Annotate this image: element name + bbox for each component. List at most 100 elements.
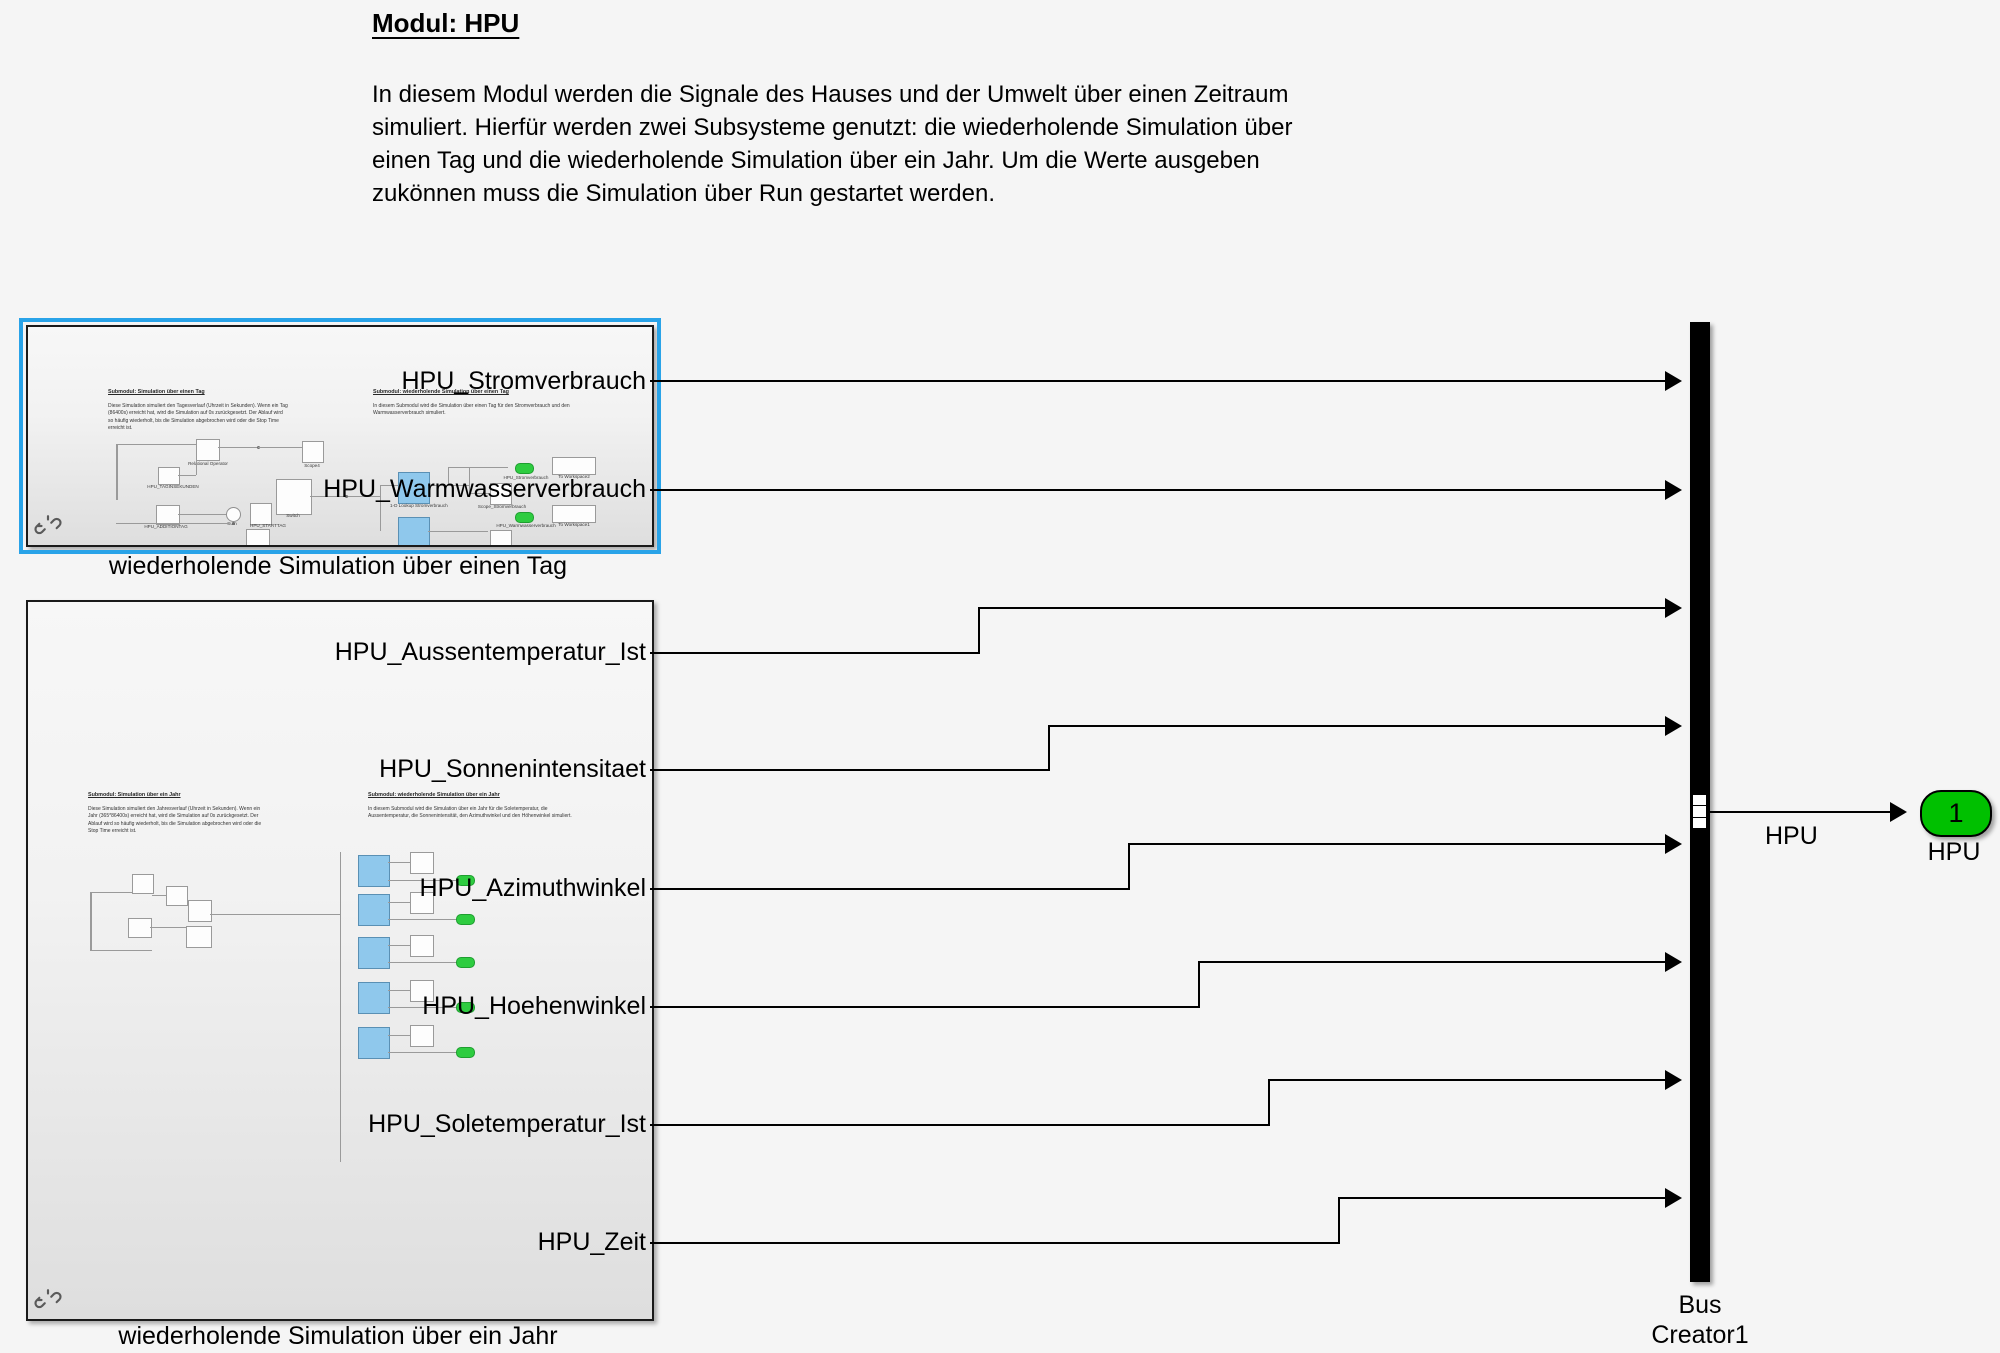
thumb-block-scope-strom	[490, 483, 512, 505]
broken-link-icon	[34, 1289, 62, 1309]
wire-hpu-azimuthwinkel-b	[1128, 843, 1673, 845]
thumb-wire	[448, 467, 449, 485]
description-line-4: zukönnen muss die Simulation über Run ge…	[372, 180, 996, 207]
thumb-block-switch	[276, 479, 312, 515]
wire-hpu-hoehenwinkel-b	[1198, 961, 1673, 963]
thumb-right-title: Submodul: wiederholende Simulation über …	[373, 389, 509, 395]
thumb-wire	[90, 892, 152, 893]
thumb-block-label: HPU_Stromverbrauch	[503, 475, 549, 480]
thumb-wire	[388, 1035, 410, 1036]
thumb-block-scope4	[302, 441, 324, 463]
thumb-signal-terminator	[456, 914, 475, 925]
thumb-wire	[116, 523, 228, 524]
thumb-wire	[116, 444, 118, 500]
broken-link-icon	[34, 515, 62, 535]
thumb-wire	[380, 485, 398, 486]
thumb-left-title: Submodul: Simulation über ein Jahr	[88, 792, 181, 798]
thumb-block-lookup-3	[358, 937, 390, 969]
wire-hpu-zeit-b	[1338, 1197, 1673, 1199]
thumb-block-lookup-4	[358, 982, 390, 1014]
thumb-junction	[232, 522, 235, 525]
thumb-wire	[388, 919, 456, 920]
thumb-block-lookup-warm	[398, 517, 430, 545]
thumb-block	[186, 926, 212, 948]
wire-hpu-aussentemperatur-b	[978, 607, 1673, 609]
thumb-signal-terminator	[515, 512, 534, 523]
wire-bus-to-outport	[1710, 811, 1898, 813]
thumb-wire	[380, 485, 381, 531]
thumb-block	[188, 900, 212, 922]
thumb-wire	[428, 531, 488, 532]
description-line-2: simuliert. Hierfür werden zwei Subsystem…	[372, 114, 1293, 141]
thumb-wire	[388, 880, 456, 881]
thumb-wire	[178, 514, 226, 515]
arrowhead-port-3	[1665, 598, 1682, 618]
thumb-signal-terminator	[456, 957, 475, 968]
thumb-left-paragraph: Diese Simulation simuliert den Jahresver…	[88, 806, 262, 835]
thumb-junction	[345, 495, 348, 498]
bus-creator-name: Bus Creator1	[1600, 1290, 1800, 1350]
wire-hpu-warmwasserverbrauch-a	[650, 489, 990, 491]
signal-label-hpu-hoehenwinkel: HPU_Hoehenwinkel	[422, 992, 646, 1020]
thumb-block-label: 1-D Lookup Stromverbrauch	[390, 503, 448, 508]
thumb-wire	[178, 475, 196, 476]
page-title: Modul: HPU	[372, 8, 520, 38]
thumb-block	[156, 505, 180, 525]
thumb-left-title: Submodul: Simulation über einen Tag	[108, 389, 205, 395]
thumb-left-paragraph: Diese Simulation simuliert den Tagesverl…	[108, 403, 288, 432]
subsystem-jahr-caption: wiederholende Simulation über ein Jahr	[118, 1322, 558, 1350]
thumb-right-title: Submodul: wiederholende Simulation über …	[368, 792, 500, 798]
thumb-block-lookup-1	[358, 855, 390, 887]
thumb-block	[250, 503, 272, 525]
arrowhead-port-2	[1665, 480, 1682, 500]
thumb-block-label: HPU_ADDITIONTAG	[144, 524, 188, 529]
thumb-block-relational-operator	[196, 439, 220, 461]
thumb-block-scope-wasser	[490, 530, 512, 545]
bus-creator-output-notch	[1693, 795, 1706, 829]
thumb-block	[410, 1025, 434, 1047]
arrowhead-port-6	[1665, 952, 1682, 972]
wire-hpu-hoehenwinkel-v	[1198, 961, 1200, 1007]
outport-number: 1	[1948, 798, 1964, 828]
thumb-wire	[340, 852, 341, 1162]
wire-hpu-sonnenintensitaet-v	[1048, 725, 1050, 770]
thumb-block-label: Scope4	[304, 463, 320, 468]
thumb-block-label: Sum	[214, 521, 250, 526]
thumb-block-lookup-strom	[398, 472, 430, 504]
subsystem-jahr-thumbnail: Submodul: Simulation über ein Jahr Diese…	[28, 602, 652, 1319]
thumb-wire	[469, 467, 470, 493]
subsystem-block-tag[interactable]: Submodul: Simulation über einen Tag Dies…	[19, 318, 661, 554]
subsystem-block-jahr[interactable]: Submodul: Simulation über ein Jahr Diese…	[26, 600, 654, 1321]
thumb-block-label: HPU_Warmwasserverbrauch	[496, 523, 556, 528]
thumb-wire	[258, 447, 302, 448]
thumb-signal-terminator	[456, 1047, 475, 1058]
thumb-block	[410, 980, 434, 1002]
thumb-block-label: To Workspace2	[558, 474, 590, 479]
arrowhead-port-8	[1665, 1188, 1682, 1208]
arrowhead-port-5	[1665, 834, 1682, 854]
signal-label-hpu-sonnenintensitaet: HPU_Sonnenintensitaet	[379, 755, 646, 783]
signal-label-hpu-azimuthwinkel: HPU_Azimuthwinkel	[419, 874, 646, 902]
wire-hpu-soletemperatur-a	[650, 1124, 1270, 1126]
thumb-signal-terminator	[456, 875, 475, 886]
wire-hpu-zeit-a	[650, 1242, 1340, 1244]
thumb-block	[132, 874, 154, 894]
thumb-block	[166, 886, 188, 906]
thumb-block-label: HPU_TAGINSEKUNDEN	[147, 484, 199, 489]
thumb-block	[246, 529, 270, 545]
wire-hpu-aussentemperatur-v	[978, 607, 980, 653]
thumb-wire	[90, 892, 92, 950]
thumb-block-label: Scope_Stromverbrauch	[477, 504, 527, 509]
signal-label-hpu-soletemperatur-ist: HPU_Soletemperatur_Ist	[368, 1110, 646, 1138]
wire-hpu-azimuthwinkel-v	[1128, 843, 1130, 889]
thumb-wire	[152, 895, 166, 896]
thumb-block-lookup-2	[358, 894, 390, 926]
bus-creator-name-line2: Creator1	[1651, 1321, 1749, 1349]
thumb-wire	[428, 485, 470, 486]
thumb-wire	[448, 467, 508, 468]
outport-label: HPU	[1927, 838, 1981, 866]
outport-block[interactable]: 1	[1920, 790, 1992, 837]
wire-hpu-sonnenintensitaet-a	[650, 769, 1050, 771]
signal-label-hpu-aussentemperatur-ist: HPU_Aussentemperatur_Ist	[334, 638, 646, 666]
